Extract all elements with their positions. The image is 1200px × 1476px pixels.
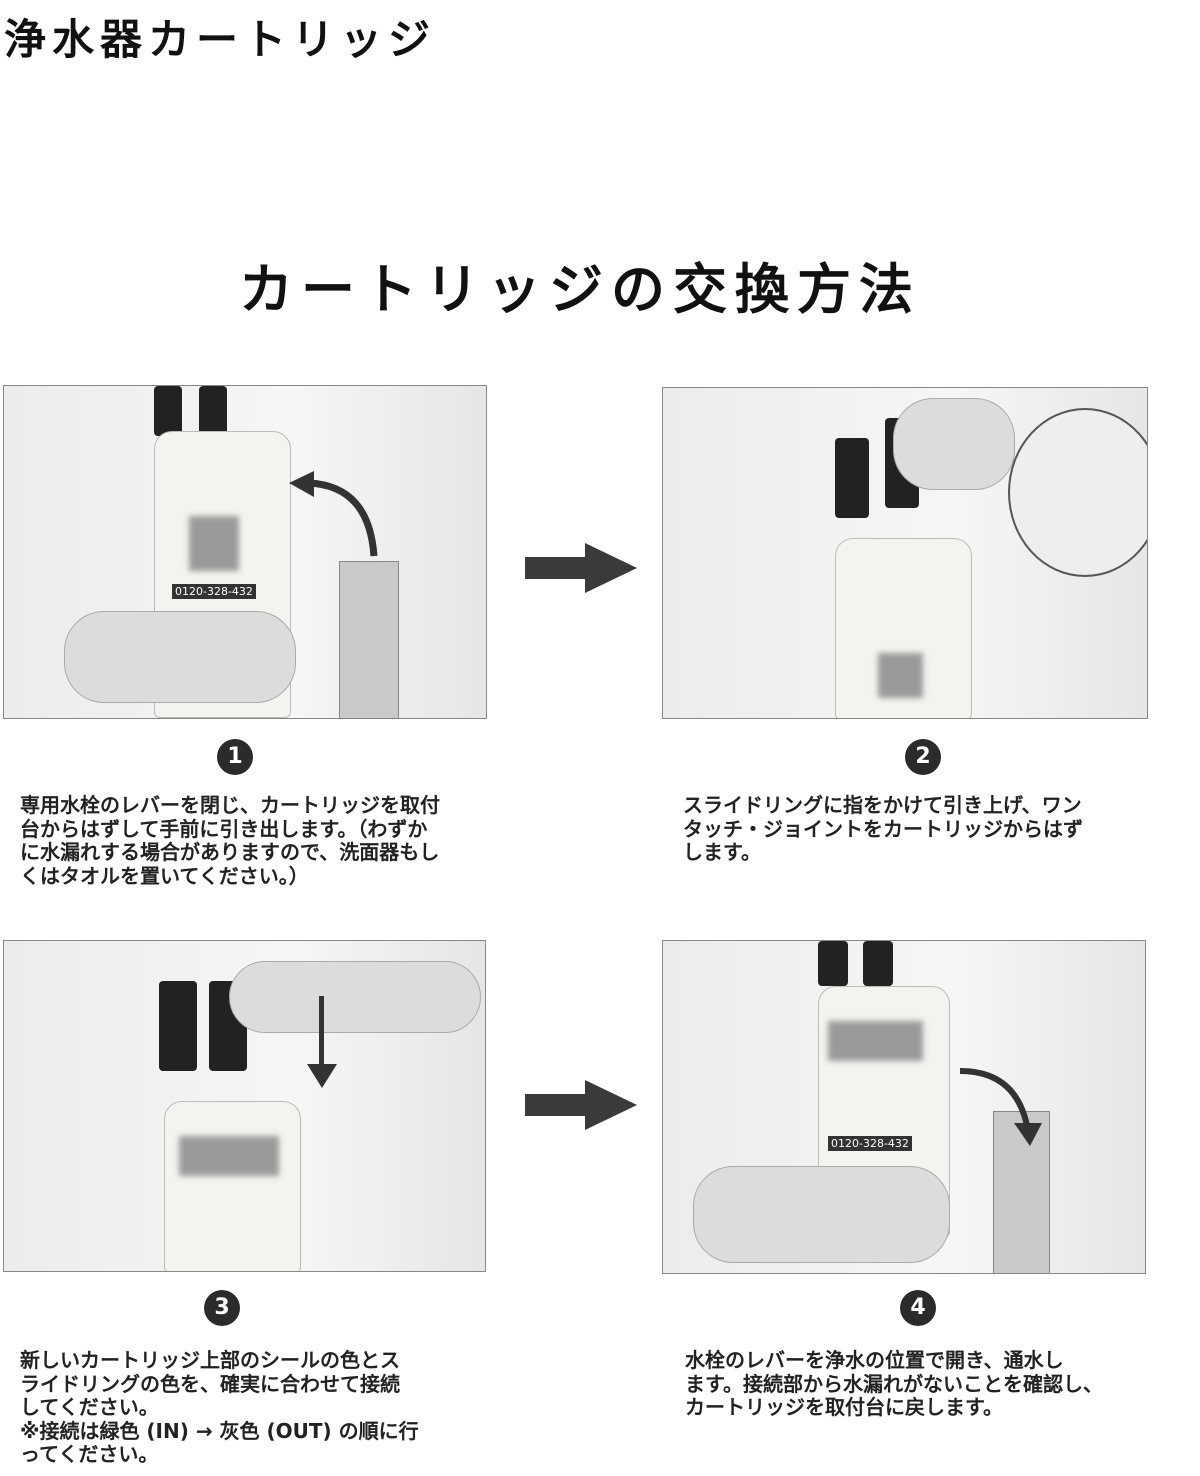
cartridge-phone-label: 0120-328-432 xyxy=(828,1136,912,1151)
hose xyxy=(199,386,227,436)
hose xyxy=(863,941,893,986)
blurred-label xyxy=(179,1136,279,1176)
down-arrow-icon xyxy=(307,996,337,1088)
step-2-text: スライドリングに指をかけて引き上げ、ワン タッチ・ジョイントをカートリッジからは… xyxy=(683,793,1083,864)
step-3-text: 新しいカートリッジ上部のシールの色とス ライドリングの色を、確実に合わせて接続 … xyxy=(20,1348,419,1466)
blurred-label xyxy=(878,653,923,698)
step-number-badge: 1 xyxy=(217,739,253,775)
curved-arrow-icon xyxy=(959,1068,1042,1146)
next-arrow-icon xyxy=(525,543,637,593)
blurred-label xyxy=(828,1021,923,1061)
curved-arrow-icon xyxy=(289,471,378,557)
hand xyxy=(893,398,1015,490)
hand xyxy=(229,961,481,1033)
hand xyxy=(693,1166,950,1263)
step-4-photo: 0120-328-432 xyxy=(662,940,1146,1274)
detail-magnifier xyxy=(1008,408,1147,577)
hose xyxy=(835,438,869,518)
blurred-label xyxy=(189,516,239,571)
step-1-text: 専用水栓のレバーを閉じ、カートリッジを取付 台からはずして手前に引き出します。（… xyxy=(20,793,440,888)
mounting-bracket xyxy=(339,561,399,718)
hose xyxy=(159,981,197,1071)
hand xyxy=(64,611,296,703)
hose xyxy=(818,941,848,986)
next-arrow-icon xyxy=(525,1080,637,1130)
step-4-text: 水栓のレバーを浄水の位置で開き、通水し ます。接続部から水漏れがないことを確認し… xyxy=(685,1348,1103,1419)
step-number-badge: 4 xyxy=(900,1290,936,1326)
step-3-photo xyxy=(3,940,486,1272)
step-1-photo: 0120-328-432 xyxy=(3,385,487,719)
step-number-badge: 2 xyxy=(905,739,941,775)
hose xyxy=(154,386,182,436)
step-number-badge: 3 xyxy=(204,1290,240,1326)
step-2-photo xyxy=(662,387,1148,719)
cartridge xyxy=(164,1101,301,1271)
section-heading: カートリッジの交換方法 xyxy=(239,257,921,321)
page-title: 浄水器カートリッジ xyxy=(4,15,437,64)
cartridge-phone-label: 0120-328-432 xyxy=(172,584,256,599)
